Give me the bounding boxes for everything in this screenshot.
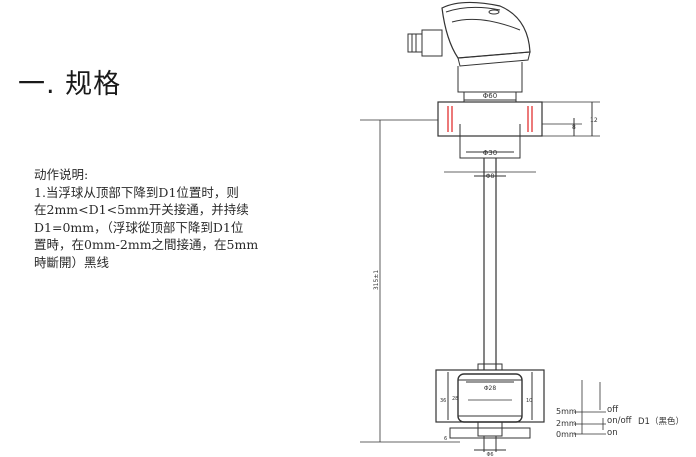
- dim-flange-label: Φ60: [483, 92, 497, 100]
- flange-dimensions: [444, 99, 600, 177]
- dim-float-label: Φ28: [484, 385, 497, 392]
- state-on: on: [607, 428, 618, 438]
- label-0mm: 0mm: [556, 430, 577, 439]
- dim-flange-h-label: 12: [590, 117, 598, 124]
- dim-bottom-label: 6: [444, 436, 447, 442]
- state-off: off: [607, 405, 619, 415]
- description-title: 动作说明:: [34, 167, 89, 182]
- description-line-5: 時斷開）黑线: [34, 254, 110, 270]
- dim-bottom-w-label: Φ6: [486, 452, 493, 457]
- dim-float-total-label: 36: [440, 398, 446, 404]
- label-5mm: 5mm: [556, 407, 577, 416]
- description-line-2: 在2mm<D1<5mm开关接通，并持续: [34, 202, 249, 217]
- label-2mm: 2mm: [556, 419, 577, 428]
- d1-label: D1（黑色）: [638, 416, 684, 427]
- rod: [477, 158, 503, 371]
- section-heading: 一. 规格: [18, 69, 122, 100]
- flange: [437, 91, 543, 159]
- dim-boss-label: Φ30: [483, 149, 497, 157]
- dim-flange-thk-label: 8: [572, 124, 576, 131]
- description-line-1: 1.当浮球从顶部下降到D1位置时，则: [34, 184, 239, 200]
- dim-float-side-label: 10: [526, 398, 532, 404]
- dim-rod-label: Φ8: [486, 173, 495, 180]
- description-line-3: D1=0mm，（浮球從顶部下降到D1位: [34, 219, 244, 235]
- bottom-stop: [449, 421, 531, 452]
- dim-length-label: 315±1: [373, 270, 380, 290]
- state-onoff: on/off: [607, 416, 633, 426]
- action-description: 动作说明: 1.当浮球从顶部下降到D1位置时，则 在2mm<D1<5mm开关接通…: [34, 166, 284, 271]
- dim-float-h-label: 28: [452, 396, 458, 402]
- description-line-4: 置時，在0mm-2mm之間接通，在5mm: [34, 237, 259, 252]
- junction-head: [407, 1, 531, 93]
- length-dimension: [360, 119, 460, 443]
- switch-state-diagram: [574, 380, 606, 435]
